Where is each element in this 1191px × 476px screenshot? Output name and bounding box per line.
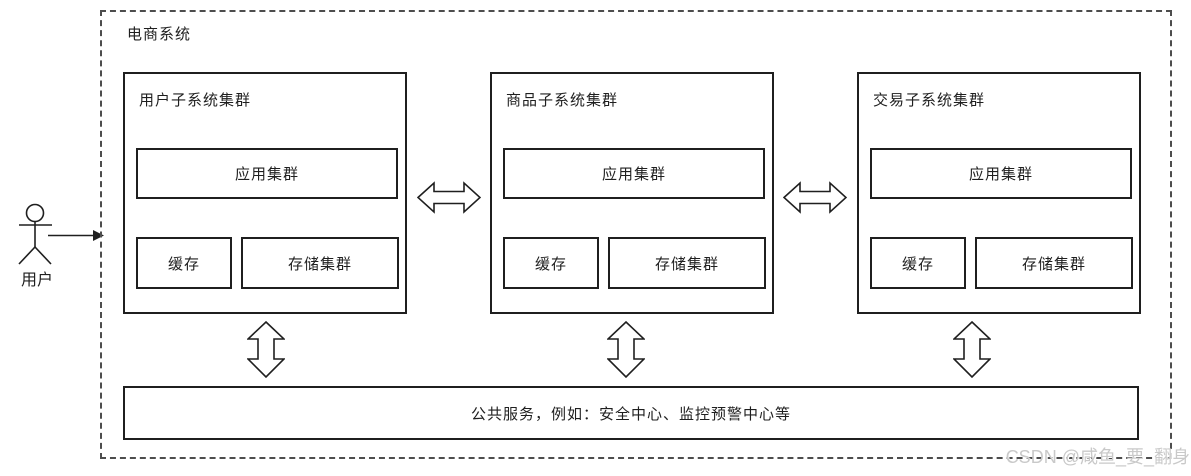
- system-title: 电商系统: [127, 26, 192, 43]
- shared-services-box: 公共服务，例如：安全中心、监控预警中心等: [123, 386, 1139, 440]
- cluster-box-trade-subsystem: 交易子系统集群 应用集群 缓存 存储集群: [857, 72, 1141, 314]
- cluster-title: 交易子系统集群: [873, 92, 986, 109]
- app-cluster-box: 应用集群: [503, 148, 765, 199]
- cache-box: 缓存: [136, 237, 232, 289]
- storage-cluster-label: 存储集群: [1021, 255, 1086, 273]
- app-cluster-box: 应用集群: [136, 148, 398, 199]
- storage-cluster-box: 存储集群: [975, 237, 1133, 289]
- user-actor-label: 用户: [20, 272, 53, 289]
- double-arrow-horizontal-icon: [417, 181, 481, 214]
- app-cluster-label: 应用集群: [601, 166, 666, 183]
- storage-cluster-box: 存储集群: [241, 237, 399, 289]
- cache-label: 缓存: [167, 255, 200, 273]
- double-arrow-vertical-icon: [953, 321, 991, 378]
- double-arrow-vertical-icon: [247, 321, 285, 378]
- cluster-box-product-subsystem: 商品子系统集群 应用集群 缓存 存储集群: [490, 72, 774, 314]
- cluster-title: 用户子系统集群: [139, 92, 252, 109]
- cache-box: 缓存: [503, 237, 599, 289]
- cache-box: 缓存: [870, 237, 966, 289]
- cache-label: 缓存: [901, 255, 934, 273]
- double-arrow-horizontal-icon: [783, 181, 847, 214]
- double-arrow-vertical-icon: [607, 321, 645, 378]
- app-cluster-label: 应用集群: [234, 166, 299, 183]
- user-actor-icon: [18, 203, 52, 265]
- storage-cluster-label: 存储集群: [654, 255, 719, 273]
- system-boundary-box: [100, 10, 1172, 459]
- app-cluster-label: 应用集群: [968, 166, 1033, 183]
- app-cluster-box: 应用集群: [870, 148, 1132, 199]
- shared-services-label: 公共服务，例如：安全中心、监控预警中心等: [470, 405, 791, 423]
- cluster-box-user-subsystem: 用户子系统集群 应用集群 缓存 存储集群: [123, 72, 407, 314]
- watermark: CSDN @咸鱼_要_翻身: [1005, 447, 1190, 467]
- storage-cluster-label: 存储集群: [287, 255, 352, 273]
- cluster-title: 商品子系统集群: [506, 92, 619, 109]
- user-to-system-arrow-icon: [48, 230, 104, 241]
- cache-label: 缓存: [534, 255, 567, 273]
- storage-cluster-box: 存储集群: [608, 237, 766, 289]
